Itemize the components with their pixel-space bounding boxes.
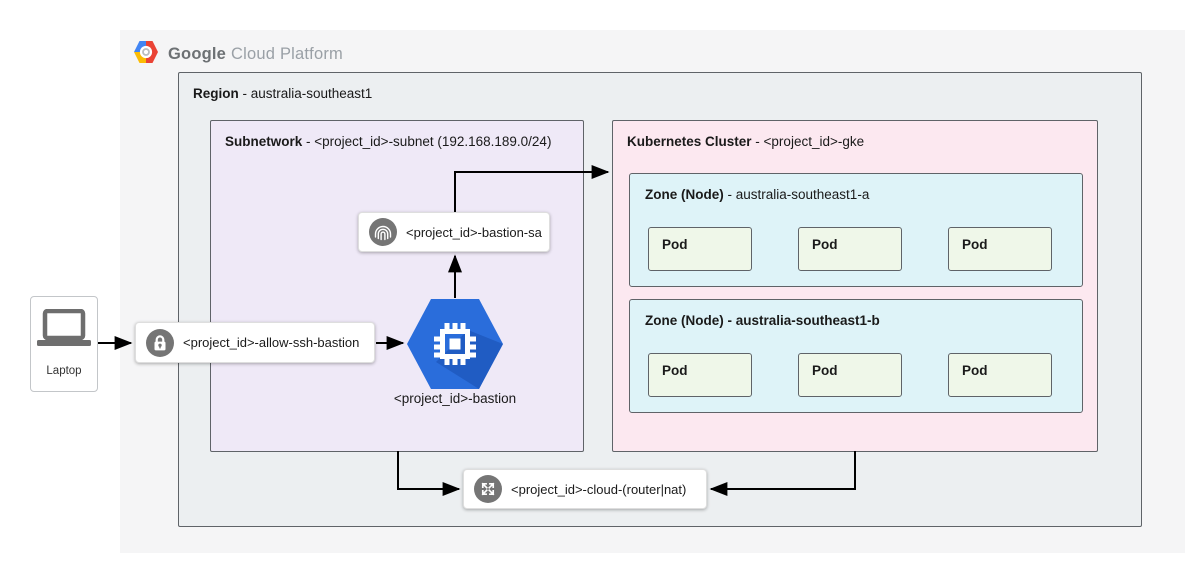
logo-cloud-platform-text: Cloud Platform bbox=[231, 45, 343, 63]
region-title: Region - australia-southeast1 bbox=[193, 86, 373, 101]
bastion-label: <project_id>-bastion bbox=[393, 391, 517, 406]
compute-engine-icon bbox=[407, 299, 503, 389]
pod: Pod bbox=[648, 353, 752, 397]
subnetwork-title: Subnetwork - <project_id>-subnet (192.16… bbox=[225, 134, 552, 149]
laptop-label: Laptop bbox=[46, 365, 82, 377]
service-account-node: <project_id>-bastion-sa bbox=[358, 212, 550, 252]
logo-google-text: Google bbox=[168, 45, 227, 63]
fingerprint-icon bbox=[369, 218, 397, 246]
cloud-router-nat-label: <project_id>-cloud-(router|nat) bbox=[511, 481, 687, 497]
pod: Pod bbox=[798, 227, 902, 271]
zone-a-title: Zone (Node) - australia-southeast1-a bbox=[645, 187, 870, 202]
cloud-router-nat-node: <project_id>-cloud-(router|nat) bbox=[463, 469, 707, 509]
firewall-rule-label: <project_id>-allow-ssh-bastion bbox=[183, 335, 360, 350]
firewall-rule-node: <project_id>-allow-ssh-bastion bbox=[135, 322, 375, 363]
pod: Pod bbox=[648, 227, 752, 271]
lock-icon bbox=[146, 328, 174, 357]
laptop-node: Laptop bbox=[30, 296, 98, 392]
pod: Pod bbox=[798, 353, 902, 397]
service-account-label: <project_id>-bastion-sa bbox=[406, 224, 542, 240]
pod: Pod bbox=[948, 353, 1052, 397]
zone-b-title: Zone (Node) - australia-southeast1-b bbox=[645, 313, 880, 328]
pod: Pod bbox=[948, 227, 1052, 271]
gcp-hexagon-icon bbox=[133, 40, 159, 69]
kubernetes-cluster-container: Kubernetes Cluster - <project_id>-gke Zo… bbox=[612, 120, 1098, 452]
expand-arrows-icon bbox=[474, 475, 502, 503]
zone-node-a: Zone (Node) - australia-southeast1-a Pod… bbox=[629, 173, 1083, 287]
kubernetes-cluster-title: Kubernetes Cluster - <project_id>-gke bbox=[627, 134, 865, 149]
zone-node-b: Zone (Node) - australia-southeast1-b Pod… bbox=[629, 299, 1083, 413]
